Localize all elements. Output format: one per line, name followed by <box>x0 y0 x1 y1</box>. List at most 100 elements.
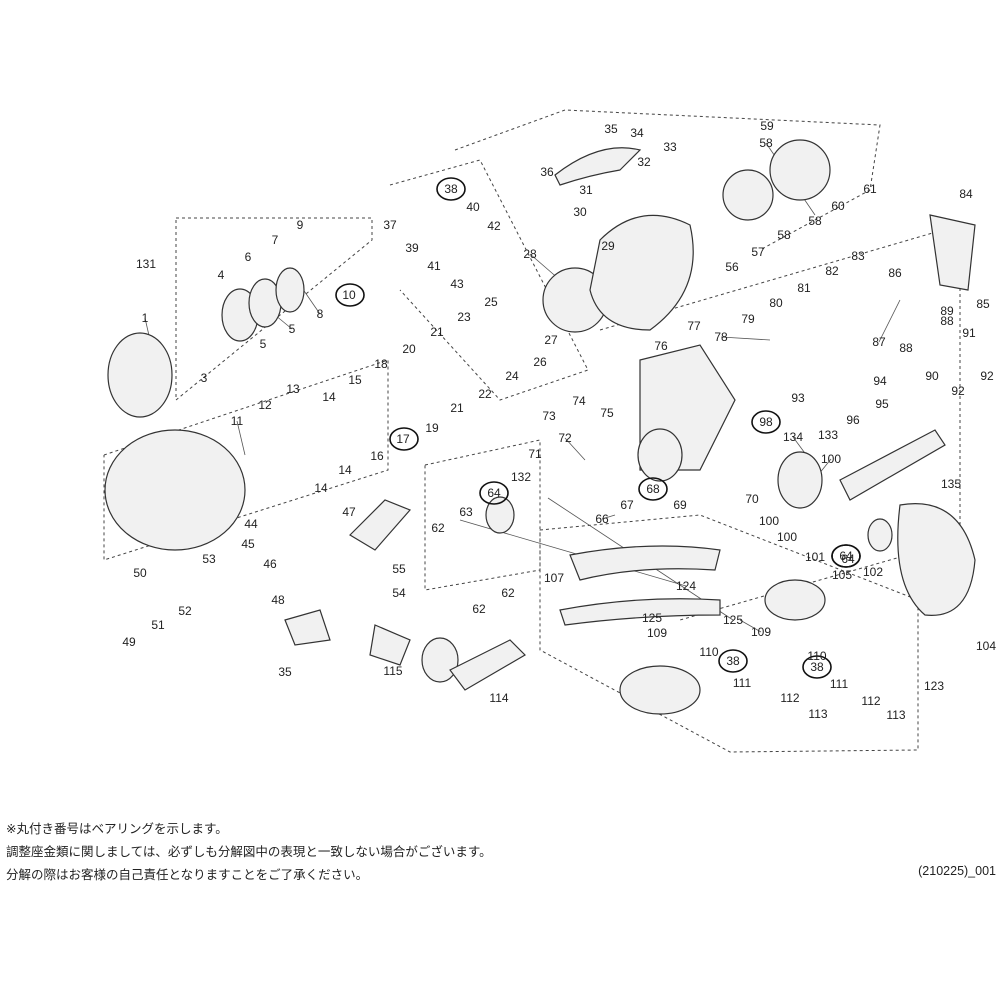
body-face-part <box>637 428 683 482</box>
part-number-label: 72 <box>558 431 572 445</box>
note-washer: 調整座金類に関しましては、必ずしも分解図中の表現と一致しない場合がございます。 <box>6 844 492 859</box>
part-number-label: 29 <box>601 239 615 253</box>
part-number-label: 134 <box>783 430 803 444</box>
part-number-label: 47 <box>342 505 356 519</box>
part-number-label: 67 <box>620 498 634 512</box>
part-number-label: 112 <box>780 691 799 705</box>
part-number-label: 74 <box>572 394 586 408</box>
part-number-label: 41 <box>427 259 441 273</box>
part-number-label: 53 <box>202 552 216 566</box>
part-number-label: 115 <box>383 664 402 678</box>
part-number-label: 49 <box>122 635 136 649</box>
part-number-label: 105 <box>832 568 852 582</box>
handle-arm-part <box>569 545 721 581</box>
part-number-label: 10 <box>342 288 356 302</box>
group-leaders <box>144 142 901 633</box>
part-number-label: 92 <box>980 369 994 383</box>
bearing-ring <box>479 481 509 505</box>
part-number-label: 11 <box>231 414 244 428</box>
part-number-label: 64 <box>841 552 855 566</box>
part-number-label: 84 <box>959 187 973 201</box>
part-number-label: 91 <box>962 326 976 340</box>
part-number-label: 23 <box>457 310 471 324</box>
pinion-gear-part <box>722 169 774 221</box>
drag-frame <box>424 439 541 591</box>
part-number-label: 46 <box>263 557 277 571</box>
leader-line <box>601 514 616 520</box>
bearing-ring <box>751 410 781 434</box>
spool-frame <box>103 359 389 561</box>
rotor-nut-part <box>769 139 831 201</box>
part-number-label: 64 <box>839 549 853 563</box>
part-number-label: 110 <box>807 649 826 663</box>
part-number-label: 8 <box>317 307 324 321</box>
handle-screw-part <box>369 624 411 666</box>
part-number-label: 56 <box>725 260 739 274</box>
drive-gear-part <box>777 451 823 509</box>
part-number-label: 33 <box>663 140 677 154</box>
part-number-label: 24 <box>505 369 519 383</box>
part-number-label: 44 <box>244 517 258 531</box>
part-number-label: 102 <box>863 565 883 579</box>
part-number-label: 109 <box>647 626 667 640</box>
part-number-label: 34 <box>630 126 644 140</box>
part-number-label: 36 <box>540 165 554 179</box>
part-number-label: 38 <box>726 654 740 668</box>
part-number-label: 123 <box>924 679 944 693</box>
part-number-label: 40 <box>466 200 480 214</box>
part-number-label: 69 <box>673 498 687 512</box>
part-number-label: 75 <box>600 406 614 420</box>
part-number-label: 114 <box>489 691 508 705</box>
part-number-label: 88 <box>899 341 913 355</box>
part-number-label: 63 <box>459 505 473 519</box>
part-number-label: 58 <box>759 136 773 150</box>
bearing-ring <box>802 655 832 679</box>
part-number-label: 100 <box>777 530 797 544</box>
part-number-label: 54 <box>392 586 406 600</box>
bearing-ring <box>389 427 419 451</box>
part-number-label: 57 <box>751 245 765 259</box>
part-number-label: 9 <box>297 218 304 232</box>
part-number-label: 15 <box>348 373 362 387</box>
part-number-label: 87 <box>872 335 886 349</box>
part-number-label: 14 <box>338 463 352 477</box>
part-number-label: 66 <box>595 512 609 526</box>
group-parts <box>104 139 976 715</box>
part-number-label: 80 <box>769 296 783 310</box>
note-responsibility: 分解の際はお客様の自己責任となりますことをご了承ください。 <box>6 867 369 882</box>
part-number-label: 132 <box>511 470 531 484</box>
drag-washer-part-3 <box>275 267 305 313</box>
part-number-label: 109 <box>751 625 771 639</box>
part-number-label: 79 <box>741 312 755 326</box>
part-number-label: 52 <box>178 604 192 618</box>
part-number-label: 124 <box>676 579 696 593</box>
part-number-label: 94 <box>873 374 887 388</box>
part-number-label: 4 <box>218 268 225 282</box>
handle-shaft-part <box>449 639 526 691</box>
part-number-label: 125 <box>723 613 743 627</box>
part-number-label: 13 <box>286 382 300 396</box>
part-number-label: 113 <box>808 707 827 721</box>
part-number-label: 59 <box>760 119 774 133</box>
part-number-label: 93 <box>791 391 805 405</box>
part-number-label: 55 <box>392 562 406 576</box>
part-number-label: 62 <box>501 586 515 600</box>
part-number-label: 5 <box>260 337 267 351</box>
part-number-label: 76 <box>654 339 668 353</box>
part-number-label: 50 <box>133 566 147 580</box>
part-number-label: 6 <box>245 250 252 264</box>
part-number-label: 42 <box>487 219 501 233</box>
part-number-label: 37 <box>383 218 397 232</box>
handle-arm-part-2 <box>559 598 721 626</box>
part-number-label: 70 <box>745 492 759 506</box>
part-number-label: 86 <box>888 266 902 280</box>
part-number-label: 38 <box>444 182 458 196</box>
part-number-label: 43 <box>450 277 464 291</box>
part-number-label: 111 <box>733 676 752 690</box>
bearing-ring <box>436 177 466 201</box>
part-number-label: 85 <box>976 297 990 311</box>
part-number-label: 45 <box>241 537 255 551</box>
part-number-label: 100 <box>759 514 779 528</box>
part-number-label: 135 <box>941 477 961 491</box>
part-number-label: 39 <box>405 241 419 255</box>
